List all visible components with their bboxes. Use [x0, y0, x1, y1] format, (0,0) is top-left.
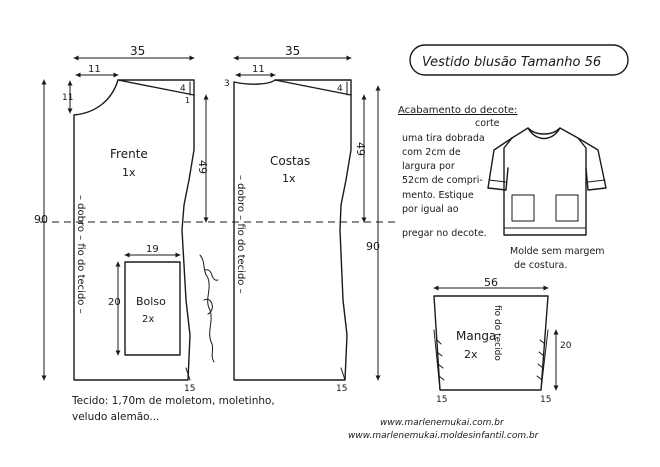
back-total-length-label: 90	[366, 240, 380, 253]
sleeve-cuff-left-label: 15	[436, 395, 447, 405]
finishing-note-line-4: 52cm de compri-	[402, 175, 483, 186]
signature-stroke	[199, 254, 215, 363]
back-armhole-depth-label: 49	[354, 142, 367, 156]
back-name: Costas	[270, 154, 310, 168]
back-shoulder-drop-label: 4	[337, 84, 343, 94]
front-top-width-label: 35	[130, 44, 145, 58]
pocket-outline	[124, 261, 181, 356]
back-hem-label: 15	[336, 384, 347, 394]
finishing-note-line-5: mento. Estique	[402, 190, 474, 201]
back-fold-label: – dobro – fio do tecido –	[235, 175, 246, 294]
pocket-height-label: 20	[108, 297, 121, 308]
sleeve-cuff-right-label: 15	[540, 395, 551, 405]
dress-neckband	[527, 127, 561, 140]
back-neck-depth-label: 3	[224, 79, 230, 89]
dress-left-cuff	[488, 179, 507, 183]
pocket-name: Bolso	[136, 295, 166, 308]
sleeve-height-label: 20	[560, 341, 572, 351]
finishing-note-line-7: pregar no decote.	[402, 228, 487, 239]
front-fold-label: – dobro – fio do tecido –	[75, 195, 86, 314]
dress-right-cuff	[587, 179, 606, 183]
front-shoulder-line	[117, 79, 195, 96]
pocket-width-label: 19	[146, 244, 159, 255]
dress-right-pocket	[555, 194, 579, 222]
back-top-width-label: 35	[285, 44, 300, 58]
back-count: 1x	[282, 172, 296, 185]
sleeve-right-cuff-hatch	[536, 329, 549, 391]
website-line-1[interactable]: www.marlenemukai.moldesinfantil.com.br	[348, 431, 540, 441]
front-armhole-depth-label: 49	[196, 160, 209, 174]
front-neck-depth-label: 11	[62, 93, 73, 103]
sleeve-piece: 56 20 15 15 Manga 2x fio do tecido	[433, 276, 572, 405]
finishing-note-line-0: corte	[475, 118, 500, 129]
back-piece: 35 11 3 4 49 90 15 Costas 1x – dobro – f…	[224, 44, 381, 394]
front-name: Frente	[110, 147, 148, 161]
dress-right-sleeve	[577, 137, 607, 191]
front-shoulder-drop-label: 4	[180, 84, 186, 94]
dress-body	[503, 127, 587, 236]
fabric-note-line-0: Tecido: 1,70m de moletom, moletinho,	[71, 395, 275, 407]
mold-note-line-1: de costura.	[514, 260, 567, 271]
pocket-piece: 19 20 Bolso 2x	[108, 244, 181, 356]
front-side-mark: 1	[185, 96, 190, 105]
finishing-note-line-3: largura por	[402, 161, 455, 172]
title-text: Vestido blusão Tamanho 56	[422, 55, 601, 70]
sleeve-outline	[433, 295, 549, 391]
front-outline	[73, 79, 195, 381]
finishing-note-line-1: uma tira dobrada	[402, 133, 485, 144]
sleeve-width-label: 56	[484, 276, 498, 289]
sleeve-count: 2x	[464, 348, 478, 361]
fabric-note-line-1: veludo alemão...	[72, 411, 159, 423]
back-outline	[233, 79, 352, 381]
sleeve-grain-label: fio do tecido	[492, 305, 502, 361]
dress-left-pocket	[511, 194, 535, 222]
mold-note-line-0: Molde sem margem	[510, 246, 605, 257]
signature-flourish	[203, 269, 219, 315]
front-total-length-label: 90	[34, 213, 48, 226]
finishing-note-heading: Acabamento do decote:	[398, 105, 517, 116]
title-block: Vestido blusão Tamanho 56	[409, 44, 629, 76]
pocket-count: 2x	[142, 314, 154, 325]
dress-illustration	[487, 127, 607, 236]
finishing-note-line-2: com 2cm de	[402, 147, 461, 158]
dress-left-sleeve	[487, 137, 513, 191]
sleeve-left-cuff-hatch	[433, 329, 445, 391]
back-hem-line	[340, 367, 346, 381]
finishing-note: Acabamento do decote: corte uma tira dob…	[398, 105, 517, 239]
front-piece: 35 11 11 4 1 49 90 15 Frente 1x – dobro …	[34, 44, 209, 394]
front-count: 1x	[122, 166, 136, 179]
website-line-0[interactable]: www.marlenemukai.com.br	[380, 418, 505, 428]
back-neck-width-label: 11	[252, 64, 265, 75]
front-hem-line	[185, 367, 191, 381]
finishing-note-line-6: por igual ao	[402, 204, 459, 215]
sleeve-name: Manga	[456, 329, 496, 343]
title-border	[409, 44, 629, 76]
back-shoulder-line	[274, 79, 352, 96]
signature	[199, 254, 219, 363]
front-neck-width-label: 11	[88, 64, 101, 75]
front-hem-label: 15	[184, 384, 195, 394]
